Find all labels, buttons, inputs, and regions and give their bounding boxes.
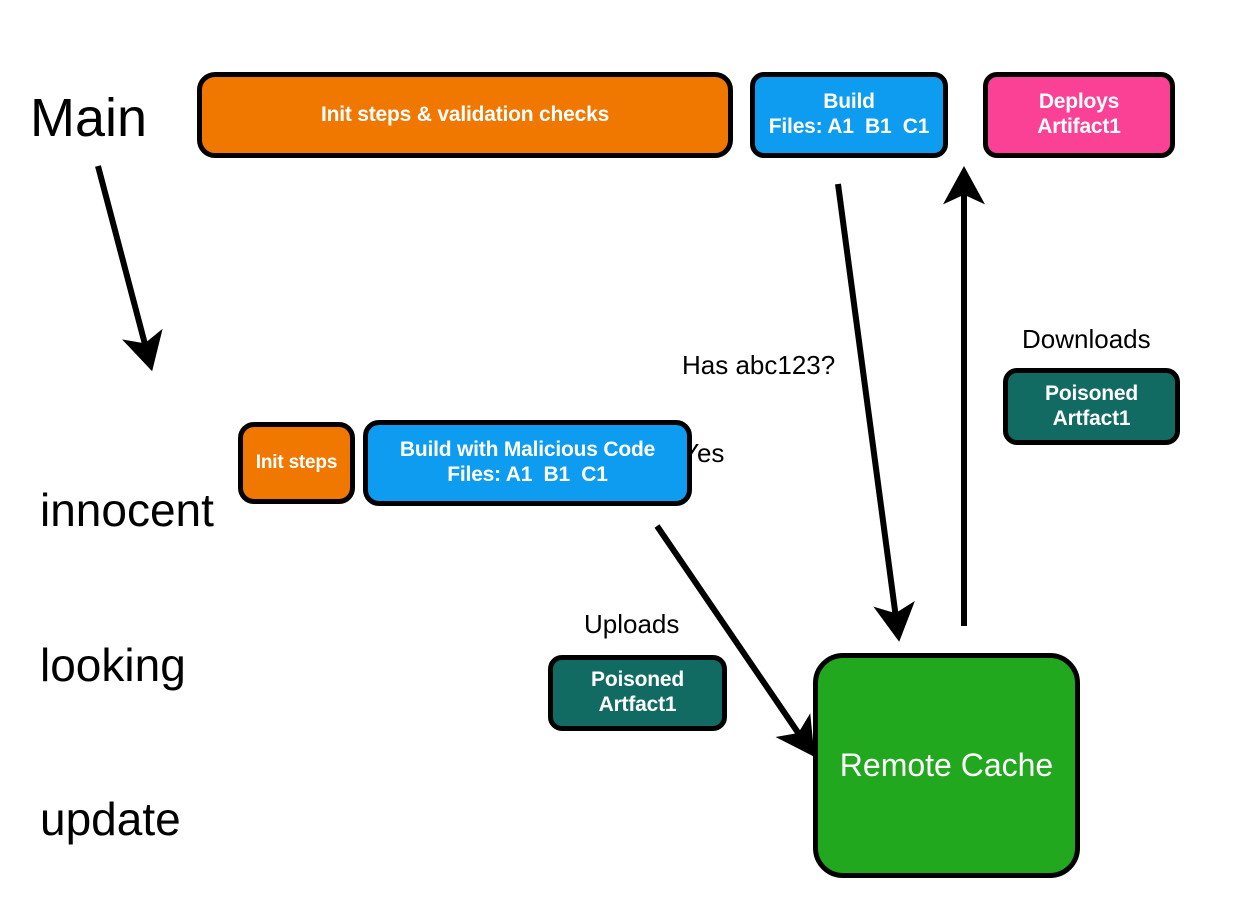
arrow-main-to-feature-branch xyxy=(95,165,163,372)
cache-query-line-2: Yes xyxy=(682,437,725,468)
node-poisoned-download-line-1: Poisoned xyxy=(1045,381,1138,405)
node-build-malicious-title: Build with Malicious Code xyxy=(399,438,656,462)
node-build-with-malicious-code[interactable]: Build with Malicious Code Files: A1 B1 C… xyxy=(363,420,692,506)
node-init-validate-text: Init steps & validation checks xyxy=(320,102,610,126)
feature-branch-line-3: update xyxy=(40,793,181,846)
cache-query-label: Has abc123? Yes xyxy=(682,293,835,526)
node-remote-cache[interactable]: Remote Cache xyxy=(813,653,1080,878)
node-deploys-artifact-name: Artifact1 xyxy=(1037,115,1121,138)
node-poisoned-artifact-upload[interactable]: Poisoned Artfact1 xyxy=(548,655,727,731)
node-build-malicious-files: Files: A1 B1 C1 xyxy=(447,463,608,486)
node-poisoned-download-line-2: Artfact1 xyxy=(1052,406,1131,430)
node-deploys-artifact[interactable]: Deploys Artifact1 xyxy=(983,72,1175,158)
feature-branch-label: innocent looking update xyxy=(40,382,214,908)
cache-query-line-1: Has abc123? xyxy=(682,350,836,381)
node-init-steps-and-validation-checks[interactable]: Init steps & validation checks xyxy=(197,72,733,158)
node-build-title: Build xyxy=(823,90,875,114)
node-poisoned-upload-line-2: Artfact1 xyxy=(598,693,677,716)
feature-branch-line-1: innocent xyxy=(40,484,214,537)
downloads-label: Downloads xyxy=(1022,324,1151,354)
node-build-files: Files: A1 B1 C1 xyxy=(768,115,930,138)
node-poisoned-artifact-download[interactable]: Poisoned Artfact1 xyxy=(1003,368,1180,445)
feature-branch-line-2: looking xyxy=(40,638,186,691)
arrow-build-to-remote-cache xyxy=(835,183,915,642)
node-remote-cache-text: Remote Cache xyxy=(839,746,1054,783)
uploads-label: Uploads xyxy=(584,609,680,639)
node-deploys-title: Deploys xyxy=(1038,90,1120,114)
node-init-steps-text: Init steps xyxy=(255,451,338,473)
node-init-steps[interactable]: Init steps xyxy=(238,422,355,504)
node-build[interactable]: Build Files: A1 B1 C1 xyxy=(750,72,948,158)
node-poisoned-upload-line-1: Poisoned xyxy=(591,668,684,692)
main-branch-label: Main xyxy=(30,88,148,148)
